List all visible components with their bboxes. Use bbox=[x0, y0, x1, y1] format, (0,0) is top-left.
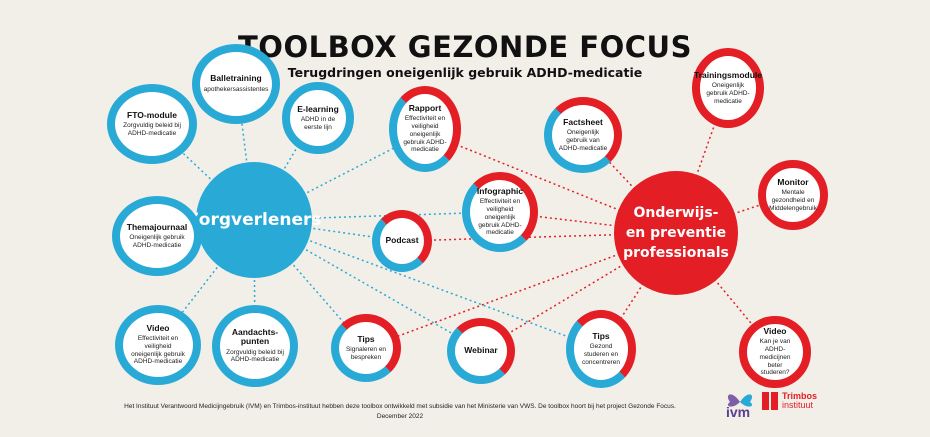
node-podcast-title: Podcast bbox=[385, 235, 419, 246]
ivm-logo: ivm bbox=[722, 388, 758, 425]
node-video1-title: Video bbox=[146, 322, 170, 333]
node-infographic-sub: Effectiviteit en veiligheid oneigenlijk … bbox=[478, 198, 522, 237]
trimbos-logo: Trimbos instituut bbox=[762, 392, 817, 410]
footer-credits: Het Instituut Verantwoord Medicijngebrui… bbox=[124, 403, 676, 410]
hub-onderwijs-line1: Onderwijs- bbox=[633, 204, 719, 221]
node-video-onderwijs[interactable]: Video Kan je van ADHD-medicijnen beter s… bbox=[739, 316, 811, 388]
node-elearning-sub: ADHD in de eerste lijn bbox=[300, 115, 336, 131]
node-fto-sub: Zorgvuldig beleid bij ADHD-medicatie bbox=[123, 121, 181, 137]
node-monitor-sub: Mentale gezondheid en Middelengebruik bbox=[769, 188, 817, 212]
node-elearning-title: E-learning bbox=[297, 103, 339, 114]
node-rapport-sub: Effectiviteit en veiligheid oneigenlijk … bbox=[403, 115, 447, 154]
node-video1-sub: Effectiviteit en veiligheid oneigenlijk … bbox=[131, 335, 185, 366]
node-factsheet-title: Factsheet bbox=[563, 116, 603, 127]
node-fto-module[interactable]: FTO-module Zorgvuldig beleid bij ADHD-me… bbox=[107, 84, 197, 164]
hub-onderwijs-line2: en preventie bbox=[625, 224, 727, 241]
node-webinar[interactable]: Webinar bbox=[447, 318, 515, 384]
node-balletraining[interactable]: Balletraining apothekersassistentes bbox=[192, 44, 280, 124]
node-video2-title: Video bbox=[763, 325, 787, 336]
ivm-logo-text: ivm bbox=[726, 404, 751, 420]
node-tips1-title: Tips bbox=[357, 333, 375, 344]
node-trainingsmodule[interactable]: Trainingsmodule Oneigenlijk gebruik ADHD… bbox=[692, 48, 764, 128]
node-tips-signaleren[interactable]: Tips Signaleren en bespreken bbox=[331, 314, 401, 382]
node-monitor-title: Monitor bbox=[777, 176, 809, 187]
node-video2-sub: Kan je van ADHD-medicijnen beter studere… bbox=[759, 338, 791, 377]
page-subtitle: Terugdringen oneigenlijk gebruik ADHD-me… bbox=[287, 65, 643, 80]
page-title: TOOLBOX GEZONDE FOCUS bbox=[238, 30, 692, 64]
node-tips1-sub: Signaleren en bespreken bbox=[345, 345, 387, 361]
node-rapport-title: Rapport bbox=[408, 102, 442, 113]
node-e-learning[interactable]: E-learning ADHD in de eerste lijn bbox=[282, 82, 354, 154]
node-infographic[interactable]: Infographic Effectiviteit en veiligheid … bbox=[462, 172, 538, 252]
trimbos-logo-line1: Trimbos bbox=[782, 391, 818, 401]
node-aandachtspunten[interactable]: Aandachts-punten Zorgvuldig beleid bij A… bbox=[212, 305, 298, 387]
node-aandachtspunten-title: Aandachts-punten bbox=[231, 326, 279, 347]
node-factsheet[interactable]: Factsheet Oneigenlijk gebruik van ADHD-m… bbox=[544, 97, 622, 173]
hub-zorgverleners-label: Zorgverleners bbox=[186, 210, 322, 230]
footer-date: December 2022 bbox=[376, 413, 424, 420]
node-factsheet-sub: Oneigenlijk gebruik van ADHD-medicatie bbox=[558, 128, 608, 152]
node-balletraining-title: Balletraining bbox=[210, 73, 262, 84]
node-themajournaal[interactable]: Themajournaal Oneigenlijk gebruik ADHD-m… bbox=[112, 196, 202, 276]
node-tips-studeren[interactable]: Tips Gezond studeren en concentreren bbox=[566, 310, 636, 388]
hub-zorgverleners: Zorgverleners bbox=[186, 162, 322, 278]
node-video-zorg[interactable]: Video Effectiviteit en veiligheid oneige… bbox=[115, 305, 201, 385]
node-monitor[interactable]: Monitor Mentale gezondheid en Middelenge… bbox=[758, 160, 828, 230]
node-infographic-title: Infographic bbox=[476, 185, 524, 196]
hub-onderwijs-preventie: Onderwijs-en preventie professionals bbox=[614, 171, 738, 295]
node-themajournaal-title: Themajournaal bbox=[126, 221, 188, 232]
node-webinar-title: Webinar bbox=[464, 345, 498, 356]
ivm-butterfly-icon bbox=[727, 394, 753, 407]
node-podcast[interactable]: Podcast bbox=[372, 210, 432, 272]
node-rapport[interactable]: Rapport Effectiviteit en veiligheid onei… bbox=[389, 86, 461, 172]
node-fto-title: FTO-module bbox=[127, 109, 177, 120]
trimbos-logo-line2: instituut bbox=[782, 400, 814, 410]
node-aandachtspunten-sub: Zorgvuldig beleid bij ADHD-medicatie bbox=[226, 348, 284, 364]
node-themajournaal-sub: Oneigenlijk gebruik ADHD-medicatie bbox=[129, 233, 185, 249]
trimbos-mark-icon bbox=[762, 392, 778, 410]
node-trainingsmodule-title: Trainingsmodule bbox=[694, 69, 763, 80]
node-trainingsmodule-sub: Oneigenlijk gebruik ADHD-medicatie bbox=[706, 81, 750, 105]
node-balletraining-sub: apothekersassistentes bbox=[203, 85, 269, 93]
node-tips2-title: Tips bbox=[592, 330, 610, 341]
node-tips2-sub: Gezond studeren en concentreren bbox=[582, 342, 620, 366]
hub-onderwijs-line3: professionals bbox=[623, 245, 729, 262]
